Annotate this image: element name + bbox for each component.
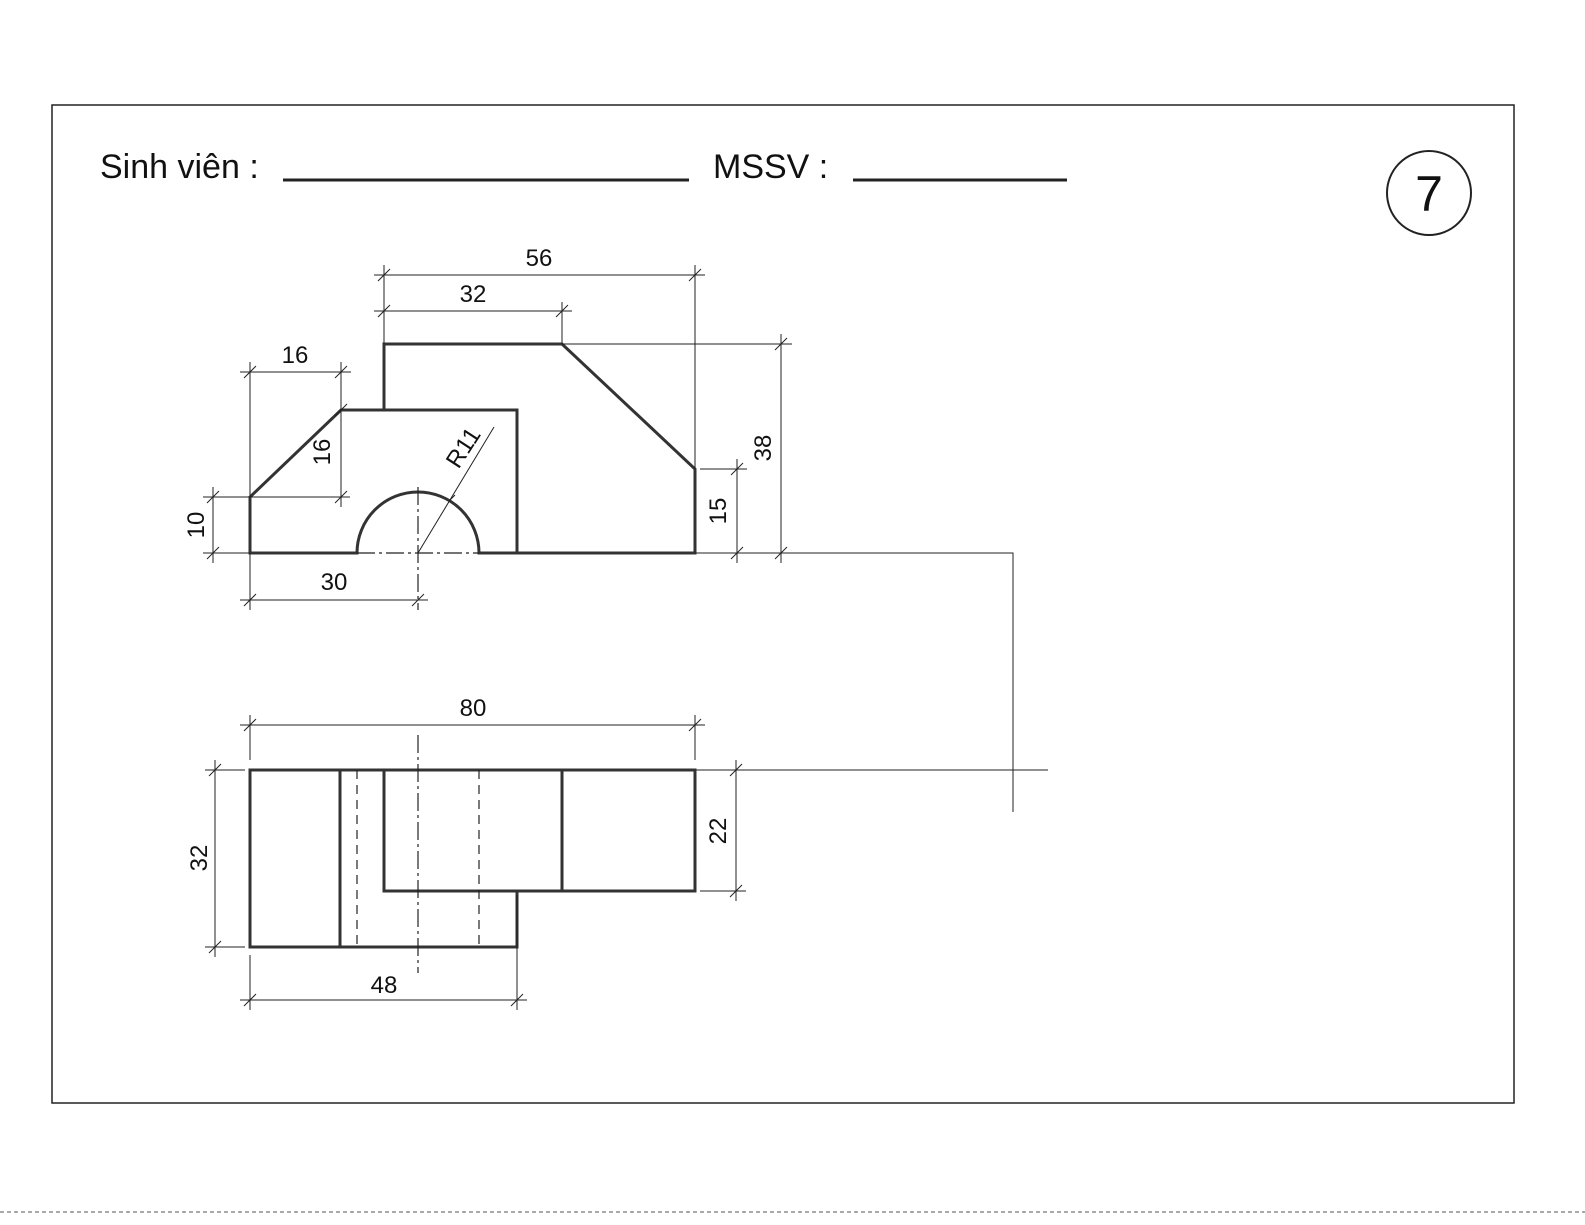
dimension-label-32-depth: 32: [186, 845, 213, 872]
exercise-number: 7: [1415, 166, 1443, 222]
dimension-tick: [334, 403, 348, 417]
dimension-tick: [377, 268, 391, 282]
dimension-tick: [555, 304, 569, 318]
dimension-label-22: 22: [705, 818, 732, 845]
dimension-tick: [208, 940, 222, 954]
front-view-left-outline: [248, 408, 519, 555]
dimension-label-80: 80: [460, 695, 487, 722]
exercise-number-circle: [1386, 150, 1472, 236]
student-name-label: Sinh viên :: [100, 148, 259, 186]
dimension-label-16-h: 16: [282, 342, 309, 369]
top-view-outline: [248, 768, 697, 949]
dimension-tick: [243, 718, 257, 732]
dimension-tick: [334, 490, 348, 504]
dimension-label-15: 15: [705, 498, 732, 525]
dimension-label-48: 48: [371, 972, 398, 999]
dimension-label-32-top: 32: [460, 281, 487, 308]
dimension-label-radius: R11: [441, 423, 487, 473]
front-view-upper-outline: [382, 342, 697, 555]
dimension-tick: [730, 462, 744, 476]
sheet-border: [51, 104, 1515, 1104]
radius-leader: [417, 426, 495, 554]
dimension-tick: [688, 718, 702, 732]
top-view-upper-block-edge: [382, 768, 519, 893]
dimension-tick: [334, 365, 348, 379]
dimension-tick: [206, 546, 220, 560]
dimension-label-16-v: 16: [309, 439, 336, 466]
dimension-tick: [729, 884, 743, 898]
dimension-tick: [377, 304, 391, 318]
top-view: [248, 735, 697, 973]
dimension-tick: [208, 763, 222, 777]
dimension-tick: [688, 268, 702, 282]
dimension-tick: [730, 546, 744, 560]
student-id-label: MSSV :: [713, 148, 828, 186]
dimension-tick: [774, 337, 788, 351]
dimensions: 56 32 16 16 10 30 15 38 80 32 22 48: [183, 245, 792, 1010]
dimension-tick: [243, 365, 257, 379]
dimension-tick: [774, 546, 788, 560]
projection-line-miter: [695, 552, 1014, 812]
dimension-label-30: 30: [321, 569, 348, 596]
dimension-tick: [243, 993, 257, 1007]
dimension-tick: [243, 593, 257, 607]
dimension-tick: [411, 593, 425, 607]
front-view: [248, 342, 697, 610]
dimension-label-38: 38: [750, 435, 777, 462]
dimension-tick: [510, 993, 524, 1007]
dimension-label-10: 10: [183, 512, 210, 539]
dimension-label-56: 56: [526, 245, 553, 272]
dimension-tick: [206, 490, 220, 504]
dimension-tick: [729, 763, 743, 777]
radius-arrow-tick: [448, 494, 456, 502]
